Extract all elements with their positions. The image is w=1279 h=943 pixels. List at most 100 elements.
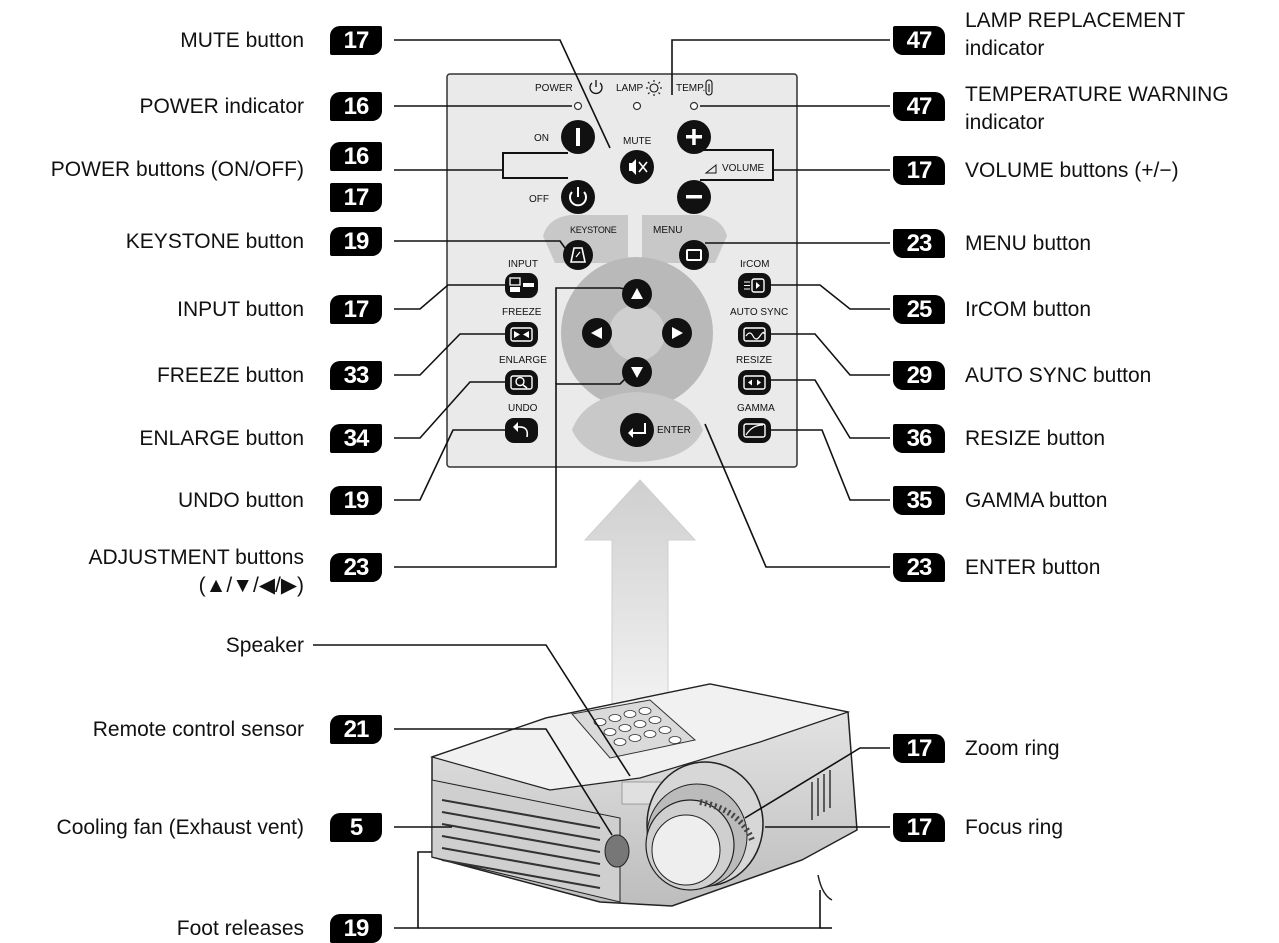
callout-label-adjustment: ADJUSTMENT buttons bbox=[88, 546, 304, 569]
control-panel bbox=[446, 73, 798, 468]
callout-label-enlarge: ENLARGE button bbox=[139, 427, 304, 450]
temp-indicator bbox=[689, 101, 699, 111]
volume-up-button[interactable] bbox=[677, 120, 711, 154]
page-badge-keystone: 19 bbox=[330, 227, 382, 256]
panel-label-undo: UNDO bbox=[508, 403, 538, 414]
page-badge-power-buttons-2: 17 bbox=[330, 183, 382, 212]
input-button[interactable] bbox=[505, 273, 538, 298]
panel-label-resize: RESIZE bbox=[736, 355, 773, 366]
arrow-right-button[interactable] bbox=[662, 318, 692, 348]
callout-label-undo: UNDO button bbox=[177, 489, 304, 512]
panel-label-menu: MENU bbox=[653, 225, 683, 236]
panel-label-keystone: KEYSTONE bbox=[570, 225, 617, 235]
lamp-indicator bbox=[632, 101, 642, 111]
panel-label-enter: ENTER bbox=[657, 425, 691, 436]
menu-button[interactable] bbox=[679, 240, 709, 270]
callout-label-volume: VOLUME buttons (+/−) bbox=[965, 159, 1179, 182]
page-badge-undo: 19 bbox=[330, 486, 382, 515]
callout-label-speaker: Speaker bbox=[225, 634, 304, 657]
enter-button[interactable] bbox=[620, 413, 654, 447]
page-badge-enlarge: 34 bbox=[330, 424, 382, 453]
undo-button[interactable] bbox=[505, 418, 538, 443]
page-badge-focus-ring: 17 bbox=[893, 813, 945, 842]
freeze-button[interactable] bbox=[505, 322, 538, 347]
page-badge-resize: 36 bbox=[893, 424, 945, 453]
callout-label-menu: MENU button bbox=[965, 232, 1092, 255]
panel-label-mute: MUTE bbox=[623, 136, 652, 147]
panel-label-off: OFF bbox=[529, 194, 549, 205]
page-badge-auto-sync: 29 bbox=[893, 361, 945, 390]
page-badge-cooling-fan: 5 bbox=[330, 813, 382, 842]
callout-label-keystone: KEYSTONE button bbox=[125, 230, 304, 253]
callout-label-lamp-replacement-2: indicator bbox=[965, 37, 1045, 60]
page-badge-volume: 17 bbox=[893, 156, 945, 185]
projector-keypad bbox=[571, 699, 697, 759]
callout-label-foot-releases: Foot releases bbox=[176, 917, 304, 940]
callout-label-power-buttons: POWER buttons (ON/OFF) bbox=[50, 158, 304, 181]
auto-sync-button[interactable] bbox=[738, 322, 771, 347]
panel-label-on: ON bbox=[534, 133, 549, 144]
panel-label-freeze: FREEZE bbox=[502, 307, 542, 318]
projector bbox=[429, 683, 858, 907]
panel-label-volume: VOLUME bbox=[722, 163, 765, 174]
callout-label-gamma: GAMMA button bbox=[965, 489, 1108, 512]
callout-label-lamp-replacement: LAMP REPLACEMENT bbox=[965, 9, 1186, 32]
page-badge-enter: 23 bbox=[893, 553, 945, 582]
callout-label-resize: RESIZE button bbox=[965, 427, 1106, 450]
page-badge-freeze: 33 bbox=[330, 361, 382, 390]
remote-sensor bbox=[604, 834, 630, 868]
callout-label-focus-ring: Focus ring bbox=[965, 816, 1064, 839]
lens bbox=[645, 761, 764, 891]
callout-label-temperature-warning: TEMPERATURE WARNING bbox=[965, 83, 1229, 106]
volume-down-button[interactable] bbox=[677, 180, 711, 214]
callout-label-zoom-ring: Zoom ring bbox=[965, 737, 1060, 760]
callout-label-enter: ENTER button bbox=[965, 556, 1101, 579]
power-symbol-icon bbox=[589, 80, 603, 95]
callout-label-ircom: IrCOM button bbox=[965, 298, 1092, 321]
callout-label-cooling-fan: Cooling fan (Exhaust vent) bbox=[56, 816, 304, 839]
power-on-button[interactable] bbox=[561, 120, 595, 154]
arrow-down-button[interactable] bbox=[622, 357, 652, 387]
callout-label-auto-sync: AUTO SYNC button bbox=[965, 364, 1152, 387]
callout-label-input: INPUT button bbox=[177, 298, 304, 321]
panel-label-input: INPUT bbox=[508, 259, 538, 270]
page-badge-power-buttons-1: 16 bbox=[330, 142, 382, 171]
panel-label-auto-sync: AUTO SYNC bbox=[730, 307, 789, 318]
mute-button[interactable] bbox=[620, 150, 654, 184]
callout-label-power-indicator: POWER indicator bbox=[139, 95, 304, 118]
callout-label-remote-sensor: Remote control sensor bbox=[92, 718, 304, 741]
panel-label-lamp: LAMP bbox=[616, 83, 644, 94]
callout-label-mute: MUTE button bbox=[180, 29, 304, 52]
panel-label-ircom: IrCOM bbox=[740, 259, 770, 270]
callout-label-adjustment-arrows: (▲/▼/◀/▶) bbox=[198, 574, 304, 597]
arrow-up-button[interactable] bbox=[622, 279, 652, 309]
leader-lines bbox=[313, 39, 832, 929]
page-badge-ircom: 25 bbox=[893, 295, 945, 324]
page-badge-zoom-ring: 17 bbox=[893, 734, 945, 763]
enlarge-button[interactable] bbox=[505, 370, 538, 395]
arrow-left-button[interactable] bbox=[582, 318, 612, 348]
lamp-icon bbox=[646, 80, 662, 96]
callout-label-freeze: FREEZE button bbox=[156, 364, 304, 387]
keystone-button[interactable] bbox=[563, 240, 593, 270]
gamma-button[interactable] bbox=[738, 418, 771, 443]
ircom-button[interactable] bbox=[738, 273, 771, 298]
panel-label-enlarge: ENLARGE bbox=[499, 355, 547, 366]
page-badge-adjustment: 23 bbox=[330, 553, 382, 582]
panel-label-gamma: GAMMA bbox=[737, 403, 775, 414]
page-badge-lamp-replacement: 47 bbox=[893, 26, 945, 55]
page-badge-input: 17 bbox=[330, 295, 382, 324]
exhaust-vent bbox=[441, 799, 601, 889]
page-badge-menu: 23 bbox=[893, 229, 945, 258]
power-indicator bbox=[573, 101, 583, 111]
page-badge-mute: 17 bbox=[330, 26, 382, 55]
page-badge-gamma: 35 bbox=[893, 486, 945, 515]
page-badge-power-indicator: 16 bbox=[330, 92, 382, 121]
power-off-button[interactable] bbox=[561, 180, 595, 214]
resize-button[interactable] bbox=[738, 370, 771, 395]
page-badge-foot-releases: 19 bbox=[330, 914, 382, 943]
page-badge-temperature-warning: 47 bbox=[893, 92, 945, 121]
